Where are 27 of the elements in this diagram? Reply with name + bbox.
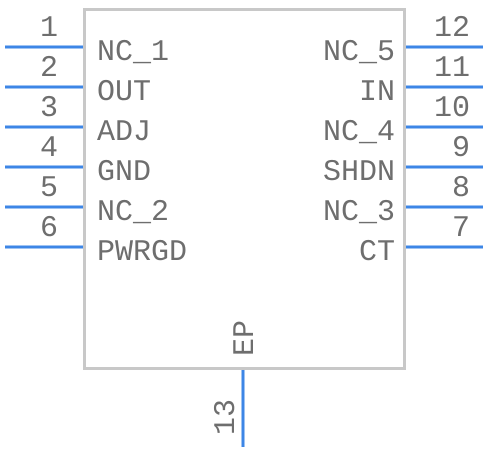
pin-name: SHDN (322, 158, 395, 188)
pin-name: CT (358, 238, 395, 268)
pin-number: 6 (40, 214, 58, 244)
pin-name: EP (231, 320, 261, 356)
pin-number: 13 (212, 398, 242, 435)
pin-name: NC_4 (322, 118, 395, 148)
pin-number: 9 (452, 134, 470, 164)
pin-number: 4 (40, 134, 58, 164)
pin-number: 11 (434, 54, 470, 84)
pin-number: 8 (452, 174, 470, 204)
pin-number: 12 (434, 14, 470, 44)
pin-name: NC_1 (97, 38, 170, 68)
pin-name: NC_2 (97, 198, 170, 228)
chip-body (83, 8, 406, 370)
pin-name: ADJ (97, 118, 152, 148)
pin-number: 5 (40, 174, 58, 204)
pin-number: 2 (40, 54, 58, 84)
pin-name: OUT (97, 78, 152, 108)
pin-name: NC_3 (322, 198, 395, 228)
pin-number: 10 (434, 94, 470, 124)
pin-name: IN (358, 78, 395, 108)
pin-number: 1 (40, 14, 58, 44)
pin-number: 7 (452, 214, 470, 244)
pin-name: GND (97, 158, 152, 188)
pin-name: PWRGD (97, 238, 188, 268)
pin-number: 3 (40, 94, 58, 124)
pin-name: NC_5 (322, 38, 395, 68)
